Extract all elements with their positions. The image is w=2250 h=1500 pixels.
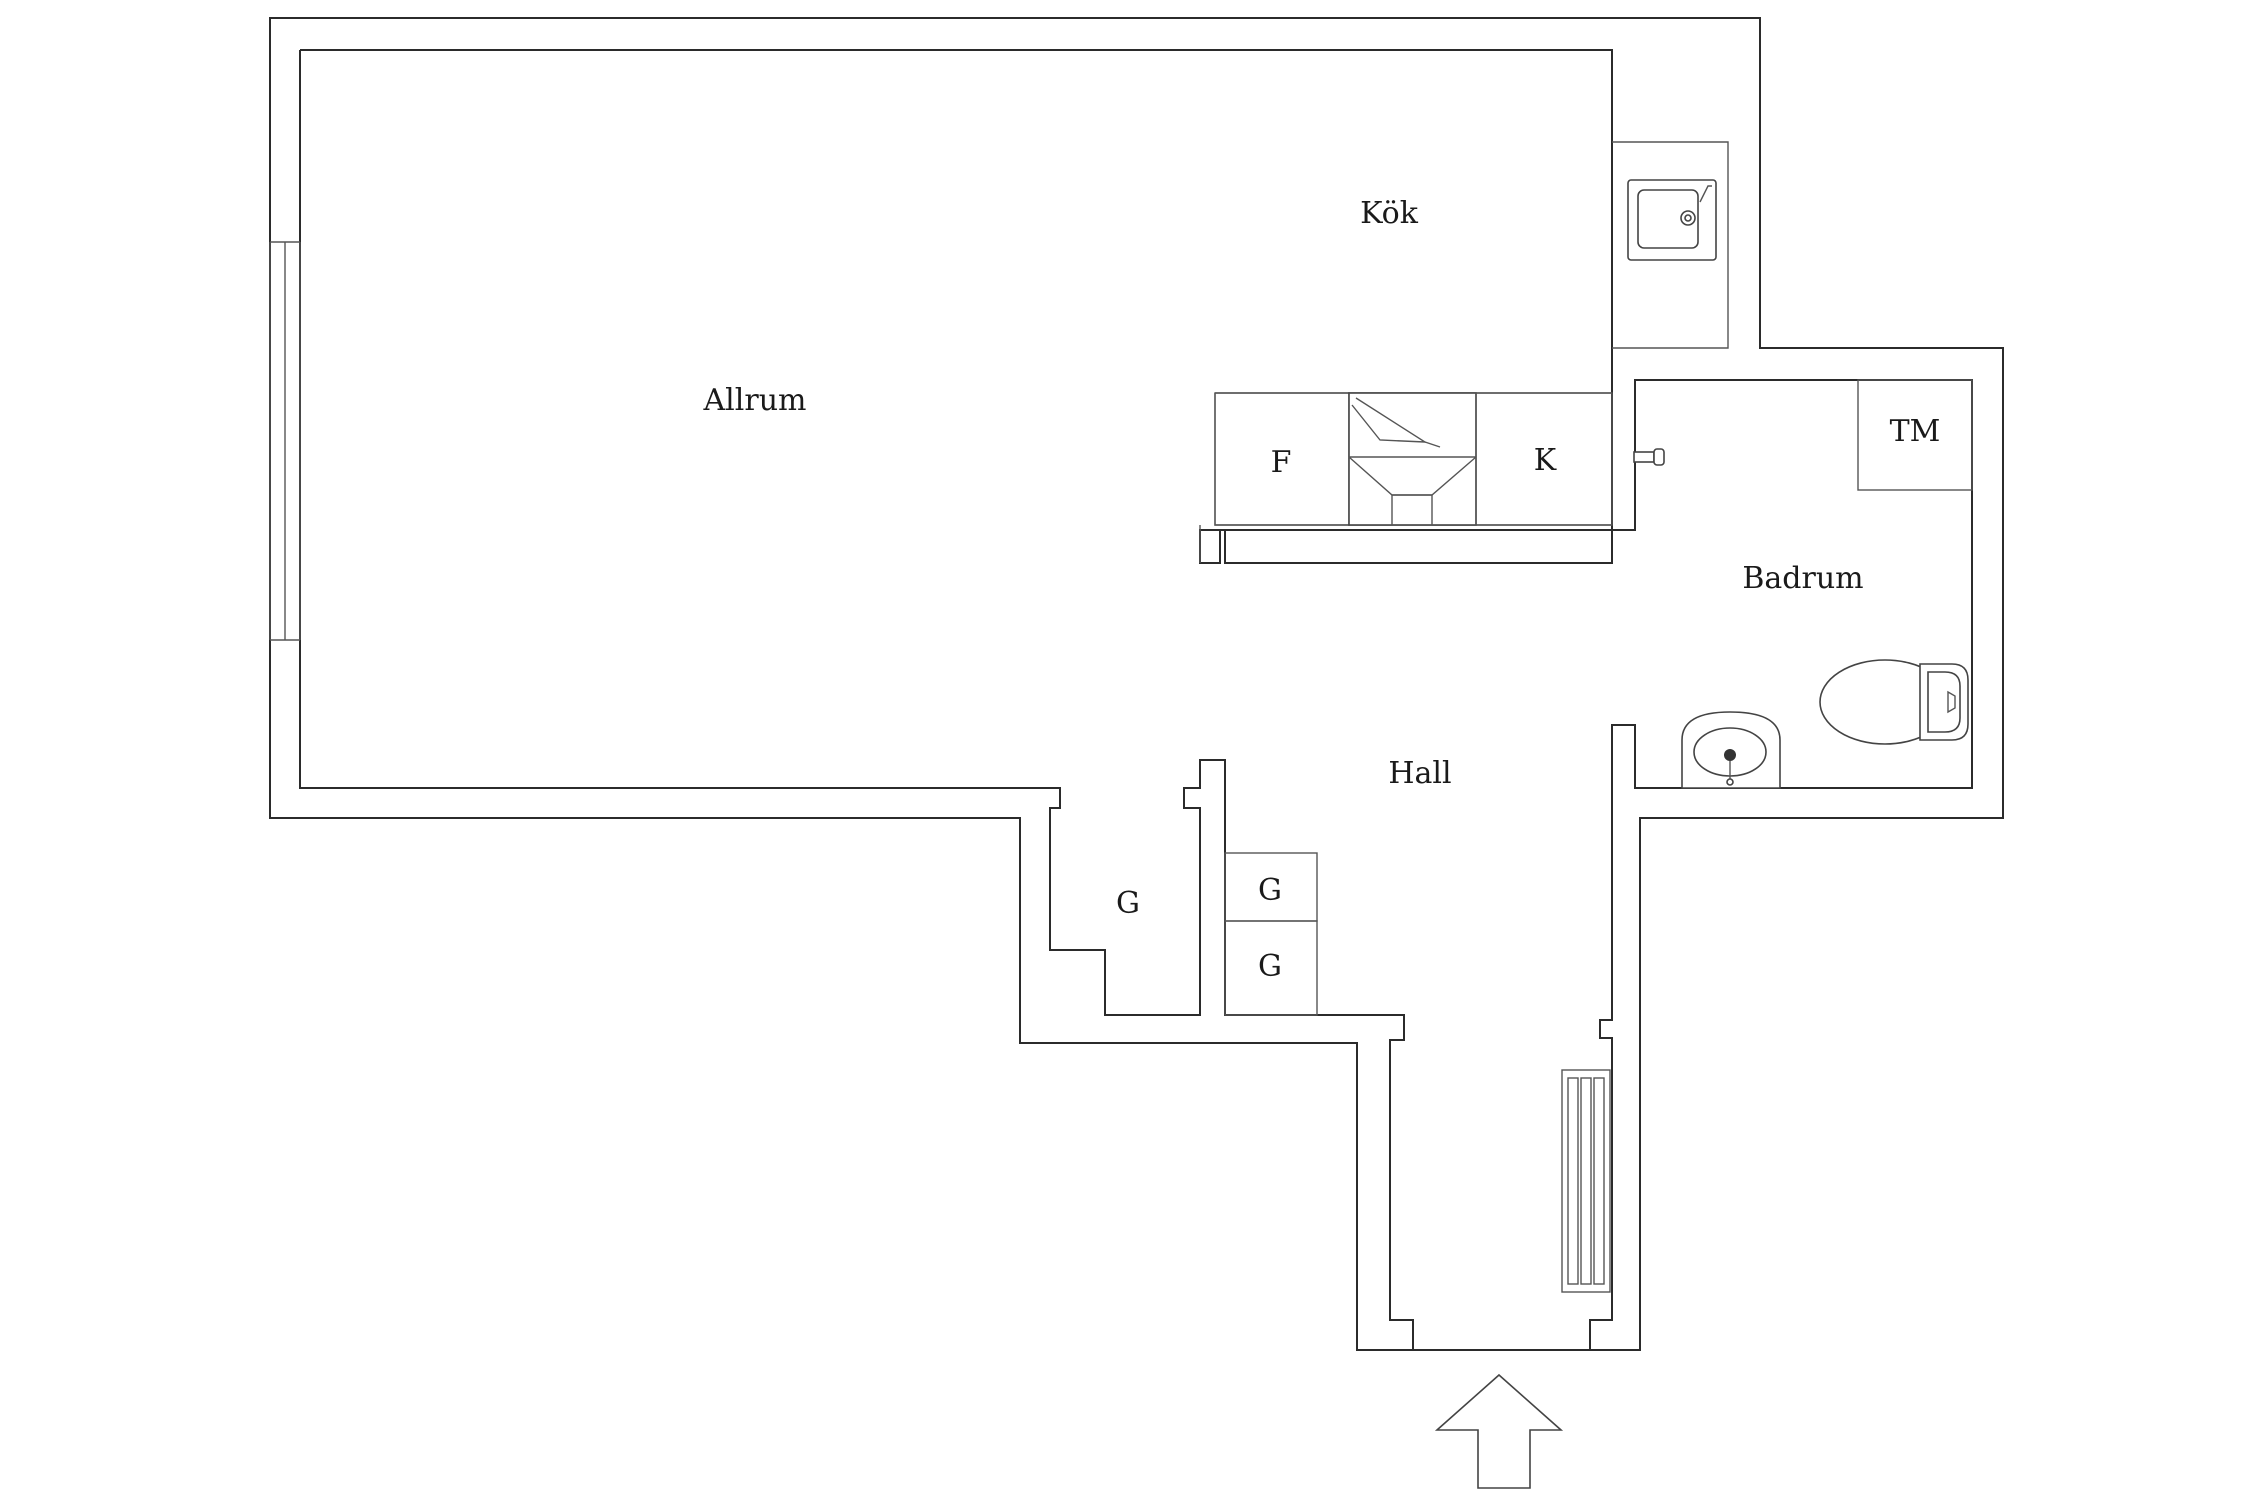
kitchen-sink-counter (1612, 141, 1729, 349)
room-label-kok: Kök (1360, 196, 1419, 231)
window-left (269, 241, 301, 641)
inner-wall (300, 49, 1973, 1350)
room-label-freezer: K (1534, 443, 1557, 478)
room-label-closet-c: G (1258, 949, 1282, 984)
closet-box-bottom (1224, 920, 1318, 1016)
room-label-allrum: Allrum (703, 383, 807, 418)
radiator-icon (1561, 1069, 1611, 1293)
entrance-arrow-icon (1434, 1373, 1564, 1489)
room-label-hall: Hall (1388, 756, 1451, 791)
washbasin-icon (1681, 711, 1781, 789)
kitchen-sink-icon (1627, 179, 1717, 261)
kitchen-partition (1199, 529, 1613, 564)
inner-wall-lower (299, 50, 1414, 1350)
room-label-washer: TM (1890, 414, 1941, 449)
toilet-icon (1819, 659, 1969, 745)
faucet-icon (1633, 448, 1665, 466)
washer-box (1857, 379, 1973, 491)
stove-hood-icon (1348, 392, 1477, 526)
outer-wall (269, 17, 2004, 1351)
room-label-closet-b: G (1258, 873, 1282, 908)
freezer-box (1475, 392, 1613, 526)
room-label-fridge: F (1271, 445, 1292, 480)
room-label-badrum: Badrum (1742, 561, 1863, 596)
room-label-closet-a: G (1116, 886, 1140, 921)
